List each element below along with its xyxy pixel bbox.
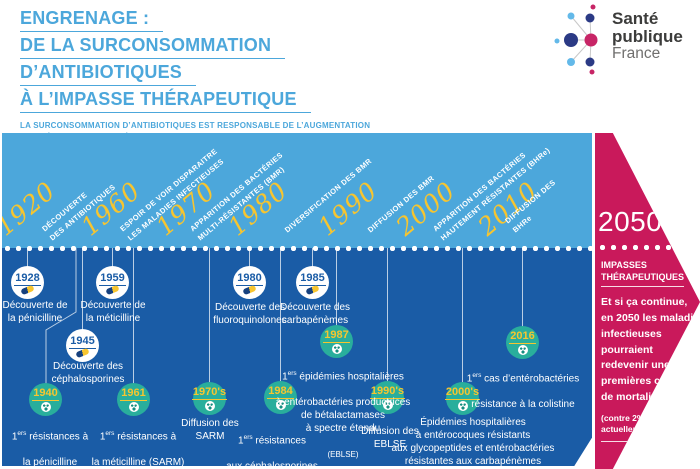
event-1940-circle: 1940 [29, 383, 62, 416]
future-note: (contre 2% actuellement) [601, 412, 656, 435]
event-1980-circle: 1980 [233, 266, 266, 299]
pill-icon [75, 348, 90, 359]
event-1970s-year: 1970's [191, 386, 228, 401]
event-1980-year: 1980 [236, 272, 263, 287]
logo-word-france: France [612, 45, 661, 63]
logo-dots-icon [554, 4, 598, 75]
title-line-4: À L’IMPASSE THÉRAPEUTIQUE [20, 89, 311, 113]
event-2016-desc: 1ers cas d’entérobactéries résistance à … [466, 372, 580, 411]
timeline-dotted-line-arrow [597, 244, 697, 251]
connector-1928 [27, 248, 28, 267]
event-1945-desc: Découverte des céphalosporines [51, 361, 125, 385]
event-1959-year: 1959 [99, 272, 126, 287]
pill-icon [305, 285, 320, 296]
event-1970s-desc: Diffusion des SARM [181, 418, 239, 442]
event-1984-circle: 1984 [264, 381, 297, 414]
event-1970s-circle: 1970's [191, 382, 228, 415]
connector-1980 [249, 248, 250, 267]
connector-1945 [82, 248, 83, 330]
title-line-1: ENGRENAGE : [20, 8, 164, 32]
event-1987-desc: 1ers épidémies hospitalières à entérobac… [263, 357, 423, 466]
microbe-icon [517, 345, 528, 356]
connector-1940 [45, 248, 77, 385]
event-1961-year: 1961 [120, 387, 147, 402]
connector-1985 [312, 248, 313, 267]
connector-1990s [387, 248, 388, 382]
connector-1970s [209, 248, 210, 383]
event-2000s-desc: Épidémies hospitalières à entérocoques r… [391, 417, 555, 467]
title-line-3: D’ANTIBIOTIQUES [20, 62, 197, 86]
microbe-icon [382, 400, 393, 411]
future-heading: IMPASSES THÉRAPEUTIQUES [601, 259, 685, 288]
event-1980-desc: Découverte des fluoroquinolones [213, 302, 287, 326]
logo-word-publique: publique [612, 27, 683, 47]
logo-word-sante: Santé [612, 9, 659, 28]
connector-1984 [280, 248, 281, 382]
subtitle-line-1: LA SURCONSOMMATION D’ANTIBIOTIQUES EST R… [20, 121, 371, 130]
event-1961-circle: 1961 [117, 383, 150, 416]
event-1928-circle: 1928 [11, 266, 44, 299]
event-1959-circle: 1959 [96, 266, 129, 299]
event-2000s-year: 2000's [444, 386, 481, 401]
event-1985-desc: Découverte des carbapénèmes [279, 302, 351, 326]
future-body: Et si ça continue, en 2050 les maladies … [601, 296, 700, 403]
event-1990s-year: 1990's [369, 385, 406, 400]
event-1984-desc: 1ers résistances aux céphalosporines de … [226, 434, 318, 469]
event-1985-year: 1985 [299, 272, 326, 287]
timeline-dotted-line [2, 245, 592, 252]
connector-2000s [462, 248, 463, 383]
sante-publique-france-logo: Santé publique France [548, 2, 698, 82]
microbe-icon [275, 400, 286, 411]
event-1987-year: 1987 [323, 329, 350, 344]
event-2016-year: 2016 [509, 330, 536, 345]
event-band: 1928 1959 1945 1980 1985 1940 1961 [2, 248, 592, 466]
microbe-icon [128, 402, 139, 413]
future-arrow: 2050 IMPASSES THÉRAPEUTIQUES Et si ça co… [595, 133, 700, 469]
event-2000s-circle: 2000's [444, 382, 481, 415]
microbe-icon [204, 401, 215, 412]
connector-1987 [336, 248, 337, 326]
future-text: IMPASSES THÉRAPEUTIQUES Et si ça continu… [601, 259, 700, 443]
future-underline [601, 441, 643, 443]
event-1940-desc: 1ers résistances à la pénicilline [11, 430, 89, 469]
event-1945-year: 1945 [69, 335, 96, 350]
title-line-2: DE LA SURCONSOMMATION [20, 35, 286, 59]
event-1940-year: 1940 [32, 387, 59, 402]
microbe-icon [40, 402, 51, 413]
event-1928-desc: Découverte de la pénicilline [2, 300, 68, 324]
microbe-icon [331, 344, 342, 355]
event-1990s-circle: 1990's [369, 381, 406, 414]
connector-1961 [133, 248, 134, 384]
event-1985-circle: 1985 [296, 266, 329, 299]
event-2016-circle: 2016 [506, 326, 539, 359]
microbe-icon [457, 401, 468, 412]
connector-1959 [112, 248, 113, 267]
logo-text: Santé publique France [612, 9, 683, 63]
event-1959-desc: Découverte de la méticilline [80, 300, 146, 324]
pill-icon [105, 285, 120, 296]
era-band: 1920 DÉCOUVERTE DES ANTIBIOTIQUES 1960 E… [2, 133, 592, 248]
event-1945-circle: 1945 [66, 329, 99, 362]
pill-icon [20, 285, 35, 296]
future-year: 2050 [598, 206, 663, 237]
pill-icon [242, 285, 257, 296]
event-1987-circle: 1987 [320, 325, 353, 358]
event-1928-year: 1928 [14, 272, 41, 287]
event-1961-desc: 1ers résistances à la méticilline (SARM) [91, 430, 185, 469]
connector-2016 [522, 248, 523, 327]
event-1987-abbr: (EBLSE) [327, 450, 359, 460]
event-1990s-desc: Diffusion des EBLSE [361, 426, 419, 450]
event-1984-year: 1984 [267, 385, 294, 400]
